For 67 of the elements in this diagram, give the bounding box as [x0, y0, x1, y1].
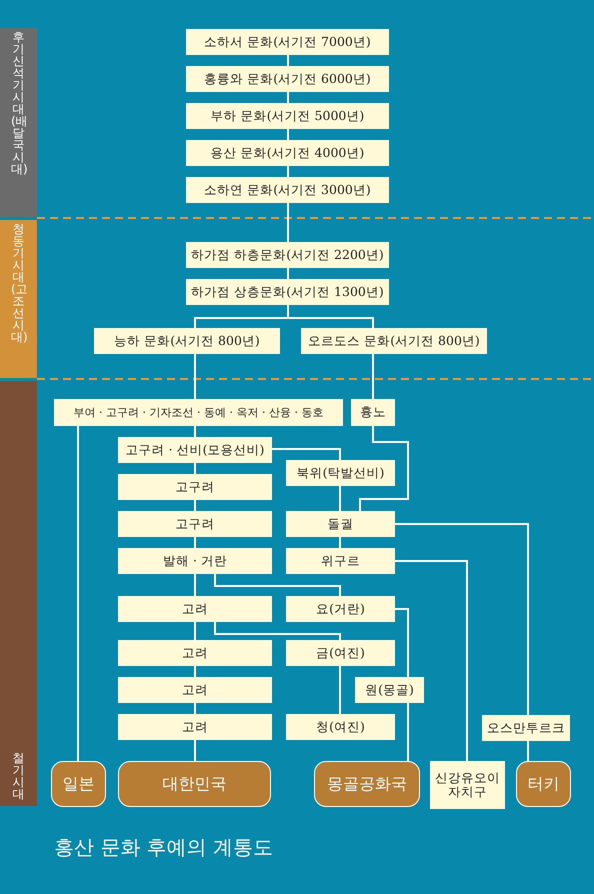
culture-box: 고구려: [118, 474, 272, 500]
culture-box: 고구려: [118, 511, 272, 537]
connector-line: [194, 500, 196, 511]
connector-line: [272, 448, 341, 460]
culture-box: 하가점 상층문화(서기전 1300년): [186, 279, 389, 305]
country-box: 몽골공화국: [314, 761, 420, 807]
connector-line: [194, 426, 196, 437]
culture-box: 요(거란): [286, 596, 395, 622]
connector-line: [407, 703, 409, 761]
connector-line: [359, 426, 409, 511]
culture-box: 소하서 문화(서기전 7000년): [186, 29, 389, 55]
culture-box: 고구려 · 선비(모용선비): [118, 437, 272, 463]
culture-box: 부여 · 고구려 · 기자조선 · 동예 · 옥저 · 산융 · 동호: [54, 399, 343, 426]
era-band: 철기시대: [0, 381, 37, 806]
connector-line: [77, 426, 79, 761]
country-box: 일본: [51, 761, 106, 807]
culture-box: 오르도스 문화(서기전 800년): [301, 328, 487, 354]
culture-box: 위구르: [286, 548, 395, 574]
culture-box: 하가점 하층문화(서기전 2200년): [186, 242, 389, 268]
culture-box: 금(여진): [286, 640, 395, 666]
connector-line: [287, 129, 289, 140]
connector-line: [194, 574, 196, 596]
culture-box: 고려: [118, 596, 272, 622]
connector-line: [194, 463, 196, 474]
connector-line: [214, 574, 341, 596]
culture-box: 돌궐: [286, 511, 395, 537]
caption: 홍산 문화 후예의 계통도: [54, 834, 274, 861]
connector-line: [287, 92, 289, 103]
connector-line: [287, 166, 289, 177]
connector-line: [395, 608, 409, 677]
connector-line: [527, 741, 529, 761]
culture-box: 부하 문화(서기전 5000년): [186, 103, 389, 129]
connector-line: [287, 203, 289, 242]
connector-line: [194, 354, 196, 399]
connector-line: [194, 740, 196, 761]
connector-line: [339, 537, 341, 548]
era-band: 후기 신석기시대(배달국시대): [0, 28, 37, 217]
country-box: 대한민국: [118, 761, 271, 807]
culture-box: 북위(탁발선비): [286, 460, 395, 486]
culture-box: 신강유오이 자치구: [430, 761, 505, 809]
culture-box: 오스만투르크: [482, 715, 570, 741]
connector-line: [194, 622, 196, 640]
connector-line: [287, 268, 289, 279]
culture-box: 고려: [118, 714, 272, 740]
era-band: 청동기시대(고조선시대): [0, 220, 37, 378]
connector-line: [214, 622, 341, 640]
culture-box: 청(여진): [286, 714, 395, 740]
connector-line: [287, 55, 289, 66]
connector-line: [372, 354, 374, 399]
connector-line: [339, 666, 341, 714]
culture-box: 고려: [118, 677, 272, 703]
connector-line: [395, 523, 529, 715]
connector-line: [395, 560, 468, 761]
connector-line: [287, 305, 374, 328]
culture-box: 홍륭와 문화(서기전 6000년): [186, 66, 389, 92]
culture-box: 소하연 문화(서기전 3000년): [186, 177, 389, 203]
country-box: 터키: [516, 761, 571, 807]
connector-line: [194, 703, 196, 714]
culture-box: 흉노: [351, 399, 395, 426]
connector-line: [194, 666, 196, 677]
culture-box: 능하 문화(서기전 800년): [94, 328, 280, 354]
culture-box: 용산 문화(서기전 4000년): [186, 140, 389, 166]
connector-line: [194, 537, 196, 548]
connector-line: [339, 486, 341, 511]
culture-box: 고려: [118, 640, 272, 666]
culture-box: 발해 · 거란: [118, 548, 272, 574]
culture-box: 원(몽골): [355, 677, 424, 703]
